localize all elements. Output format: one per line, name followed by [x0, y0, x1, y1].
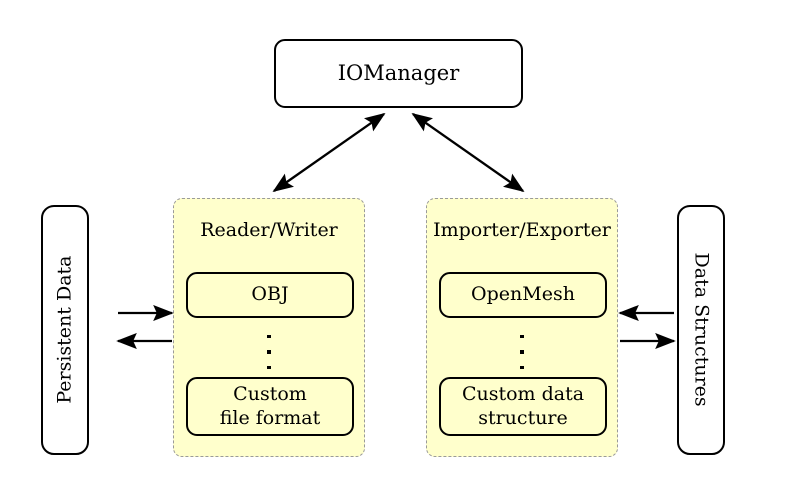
node-openmesh-label: OpenMesh: [471, 283, 575, 306]
node-persistent-data-label: Persistent Data: [53, 255, 76, 405]
ellipsis-reader-writer: [174, 335, 364, 369]
ellipsis-dot: [267, 350, 271, 354]
node-custom-file-format[interactable]: Custom file format: [186, 377, 354, 436]
node-custom-data-structure-label: Custom data structure: [461, 382, 585, 429]
group-reader-writer-title: Reader/Writer: [200, 219, 338, 241]
group-importer-exporter: Importer/Exporter OpenMesh Custom data s…: [426, 198, 618, 457]
node-io-manager[interactable]: IOManager: [274, 39, 523, 108]
group-reader-writer: Reader/Writer OBJ Custom file format: [173, 198, 365, 457]
ellipsis-dot: [267, 365, 271, 369]
node-obj-label: OBJ: [251, 283, 289, 306]
node-custom-data-structure[interactable]: Custom data structure: [439, 377, 607, 436]
group-importer-exporter-title: Importer/Exporter: [433, 219, 611, 241]
ellipsis-dot: [267, 335, 271, 339]
node-obj[interactable]: OBJ: [186, 272, 354, 318]
arrow-io-manager-reader-writer: [272, 112, 386, 193]
node-data-structures[interactable]: Data Structures: [677, 205, 725, 455]
node-persistent-data[interactable]: Persistent Data: [41, 205, 89, 455]
ellipsis-importer-exporter: [427, 335, 617, 369]
arrow-io-manager-importer-exporter: [411, 112, 525, 193]
ellipsis-dot: [520, 335, 524, 339]
node-custom-file-format-label: Custom file format: [219, 382, 321, 429]
ellipsis-dot: [520, 350, 524, 354]
ellipsis-dot: [520, 365, 524, 369]
node-data-structures-label: Data Structures: [690, 252, 713, 408]
node-io-manager-label: IOManager: [337, 60, 460, 85]
node-openmesh[interactable]: OpenMesh: [439, 272, 607, 318]
